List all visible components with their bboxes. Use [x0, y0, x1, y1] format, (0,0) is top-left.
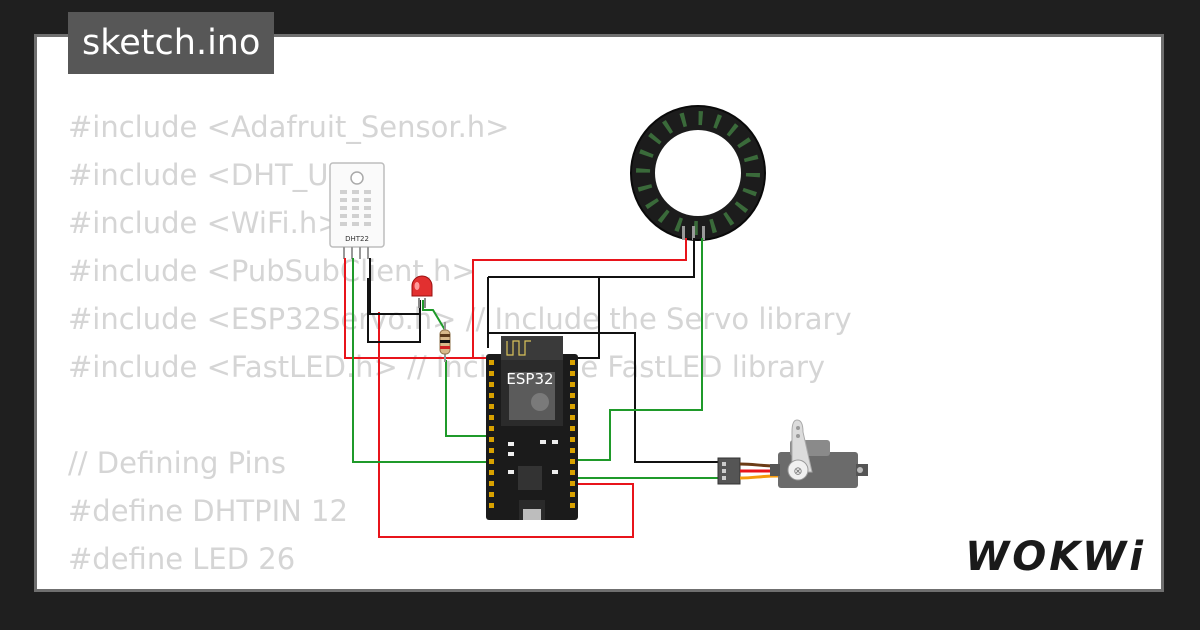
- code-background: #include <Adafruit_Sensor.h>#include <DH…: [68, 103, 852, 589]
- esp32-board[interactable]: ESP32: [486, 336, 578, 520]
- neopixel-ring[interactable]: [630, 105, 766, 241]
- code-line: #define LED 26: [68, 542, 296, 576]
- wires-black: [367, 238, 720, 463]
- code-line: #define DHTPIN 12: [68, 494, 348, 528]
- dht22-label: DHT22: [345, 235, 369, 243]
- code-line: #include <ESP32Servo.h> // Include the S…: [68, 302, 852, 336]
- code-line: #include <WiFi.h>: [68, 206, 342, 240]
- code-line: #include <PubSubClient.h>: [68, 254, 476, 288]
- wokwi-logo: WOKWi: [965, 534, 1146, 580]
- wires-green: [352, 238, 720, 479]
- code-line: #include <Adafruit_Sensor.h>: [68, 110, 510, 144]
- code-line: // Defining Pins: [68, 446, 287, 480]
- file-title-tab: sketch.ino: [68, 12, 275, 74]
- red-led[interactable]: [411, 275, 433, 308]
- resistor[interactable]: [439, 322, 451, 362]
- preview-card: #include <Adafruit_Sensor.h>#include <DH…: [34, 34, 1164, 592]
- svg-text:⊗: ⊗: [793, 465, 802, 478]
- esp32-label: ESP32: [506, 370, 553, 388]
- servo-motor[interactable]: ⊗: [717, 419, 868, 488]
- dht22-sensor[interactable]: DHT22: [329, 162, 385, 259]
